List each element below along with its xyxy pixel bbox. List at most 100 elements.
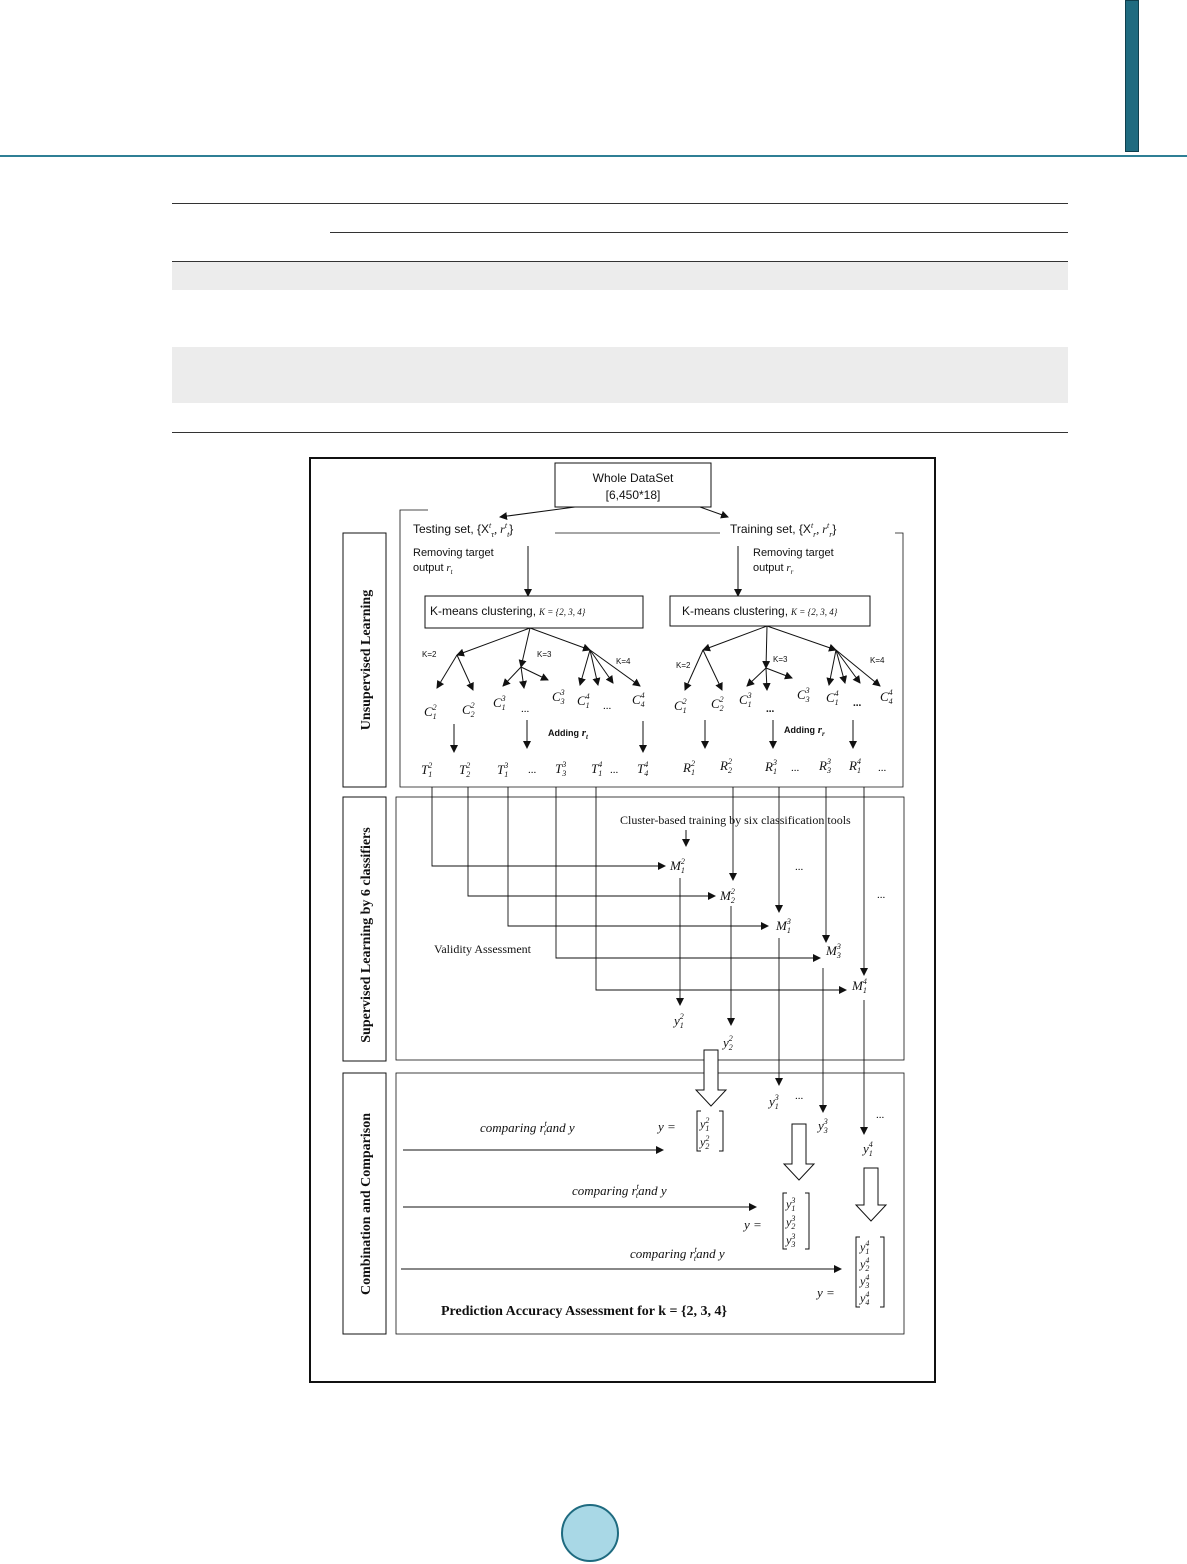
training-r-ellipsis: ... <box>791 762 800 774</box>
testing-t-ellipsis-2: ... <box>610 764 619 776</box>
training-removing-line2: output rr <box>753 562 794 576</box>
training-set-label: Training set, {Xtr, rtr} <box>730 521 836 539</box>
table-header-rule <box>172 261 1068 262</box>
testing-kmeans-label: K-means clustering,K = {2, 3, 4} <box>430 604 586 618</box>
training-kmeans-label: K-means clustering,K = {2, 3, 4} <box>682 604 838 618</box>
training-r-ellipsis-2: ... <box>878 762 887 774</box>
root-to-testing-arrow <box>499 506 576 521</box>
testing-k3-label: K=3 <box>537 650 552 659</box>
model-ellipsis-2: ... <box>877 889 886 901</box>
table-subheader-rule <box>330 232 1068 233</box>
testing-k2-label: K=2 <box>422 650 437 659</box>
header-accent-bar <box>1125 0 1139 152</box>
output-y-ellipsis-2: ... <box>876 1109 885 1121</box>
vector-y-eq-k4: y = <box>815 1285 835 1300</box>
unsupervised-section-label: Unsupervised Learning <box>359 590 374 730</box>
header-rule <box>0 155 1187 157</box>
testing-k4-label: K=4 <box>616 657 631 666</box>
combination-section-label: Combination and Comparison <box>359 1113 374 1295</box>
output-y-ellipsis: ... <box>795 1090 804 1102</box>
vector-k3-brackets <box>782 1192 810 1250</box>
hollow-arrow-2 <box>782 1123 816 1181</box>
validity-assessment-label: Validity Assessment <box>434 942 532 956</box>
model-ellipsis-1: ... <box>795 861 804 873</box>
root-to-training-arrow <box>699 506 729 519</box>
testing-cluster-tree <box>436 627 641 691</box>
training-cluster-ellipsis-2: ... <box>853 697 862 709</box>
supervised-section-box <box>342 796 387 1062</box>
training-cluster-tree <box>684 625 881 691</box>
page-number-badge <box>561 1504 619 1562</box>
testing-adding-label: Adding rt <box>548 727 589 741</box>
table-bottom-rule <box>172 432 1068 433</box>
combination-section-box <box>342 1072 387 1335</box>
table-top-rule <box>172 203 1068 204</box>
unsupervised-section-box <box>342 532 387 788</box>
adding-arrows <box>450 720 857 753</box>
vector-k4-brackets <box>855 1236 885 1308</box>
vector-k2-brackets <box>696 1110 724 1152</box>
training-k2-label: K=2 <box>676 661 691 670</box>
vector-y-eq-k3: y = <box>742 1217 762 1232</box>
testing-t-ellipsis: ... <box>528 764 537 776</box>
training-cluster-ellipsis: ... <box>766 703 775 715</box>
supervised-routing-lines <box>431 787 868 1135</box>
root-title: Whole DataSet <box>593 471 674 485</box>
unsupervised-panel-border <box>399 509 904 788</box>
prediction-accuracy-label: Prediction Accuracy Assessment for k = {… <box>441 1304 728 1319</box>
training-k3-label: K=3 <box>773 655 788 664</box>
table-row-shaded-1 <box>172 262 1068 290</box>
testing-cluster-ellipsis-2: ... <box>603 700 612 712</box>
cluster-training-label: Cluster-based training by six classifica… <box>620 813 851 827</box>
testing-cluster-ellipsis: ... <box>521 703 530 715</box>
combination-panel-border <box>395 1072 905 1335</box>
testing-kmeans-box <box>424 595 644 629</box>
training-removing-line1: Removing target <box>753 547 834 559</box>
hollow-arrow-3 <box>854 1167 888 1222</box>
supervised-panel-border <box>395 796 905 1061</box>
testing-removing-line2: output rt <box>413 562 454 576</box>
table-row-shaded-2 <box>172 347 1068 403</box>
hollow-arrow-1 <box>694 1049 728 1107</box>
comparison-lines <box>401 1146 842 1273</box>
testing-set-label: Testing set, {Xtτ, rtt} <box>413 521 513 539</box>
